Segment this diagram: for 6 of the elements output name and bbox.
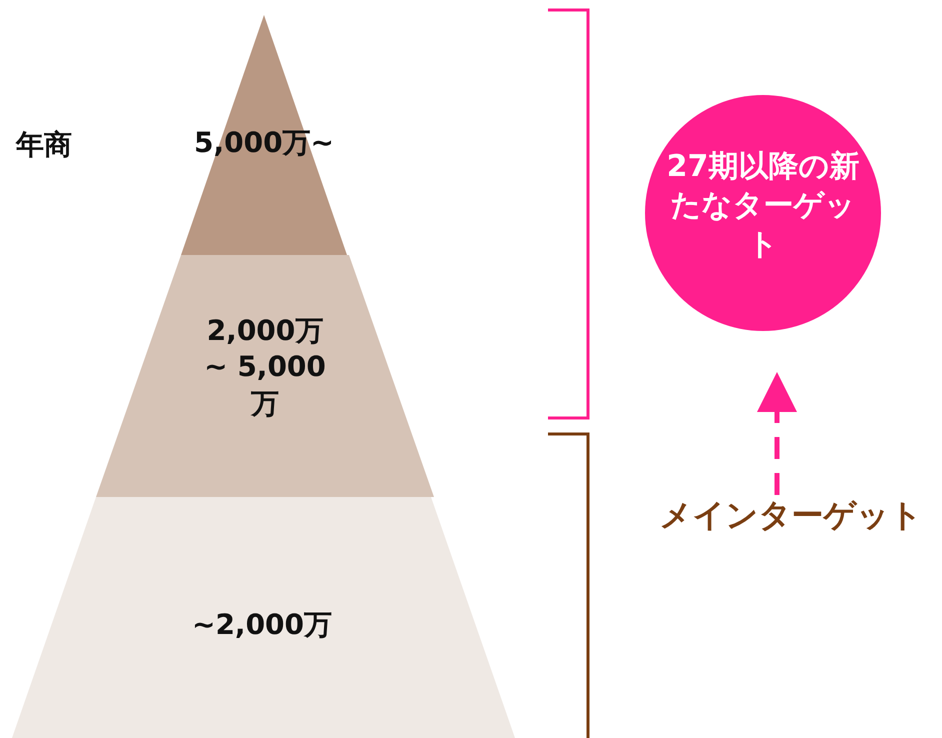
target-text: メインターゲット [658,495,924,536]
revenue-range-text: 2,000万 ~ 5,000万 [203,313,327,422]
circle-text: 27期以降の新たなターゲット [666,148,860,264]
arrow [757,372,797,495]
axis-caption: 年商 [16,127,72,163]
revenue-range-text: ~2,000万 [190,607,334,643]
